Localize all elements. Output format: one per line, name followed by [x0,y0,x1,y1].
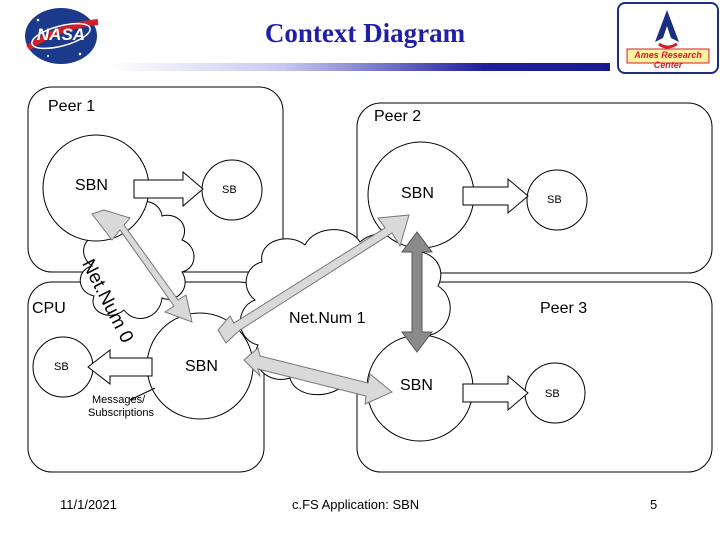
peer1-label: Peer 1 [48,98,96,115]
peer1-sb-label: SB [222,184,237,196]
peer2-sb-circle [526,169,588,231]
ames-logo: Ames Research Center [617,2,719,74]
peer3-sb-label: SB [545,388,560,400]
cpu-sbn-to-sb-arrow [87,348,153,386]
peer1-cpu-link-arrow [91,209,193,323]
peer2-label: Peer 2 [374,108,422,125]
peer2-peer3-link-arrow [401,231,433,353]
cpu-peer3-link-arrow [243,347,393,405]
ames-logo-text: Ames Research Center [634,50,702,70]
net1-label: Net.Num 1 [289,310,366,327]
peer1-sbn-label: SBN [75,177,108,194]
footer-center: c.FS Application: SBN [292,497,420,512]
peer2-sbn-to-sb-arrow [462,177,529,215]
page-number: 5 [650,497,658,512]
page-title: Context Diagram [264,18,466,48]
peer2-sbn-label: SBN [401,185,434,202]
footer-date: 11/1/2021 [60,497,117,512]
title-underline [108,63,610,71]
subscriptions-label: Subscriptions [88,407,155,419]
peer3-label: Peer 3 [540,300,588,317]
nasa-logo-text: NASA [36,25,86,44]
peer1-sbn-to-sb-arrow [133,170,204,208]
cpu-sbn-label: SBN [185,358,218,375]
peer2-sb-label: SB [547,194,562,206]
messages-label: Messages/ [92,394,146,406]
peer3-sbn-label: SBN [400,377,433,394]
cpu-label: CPU [32,300,66,317]
cpu-peer2-link-arrow [217,214,410,344]
peer3-sbn-to-sb-arrow [462,374,529,412]
messages-connector-line [129,387,156,401]
cpu-sb-label: SB [54,361,69,373]
nasa-logo: NASA [18,6,104,66]
